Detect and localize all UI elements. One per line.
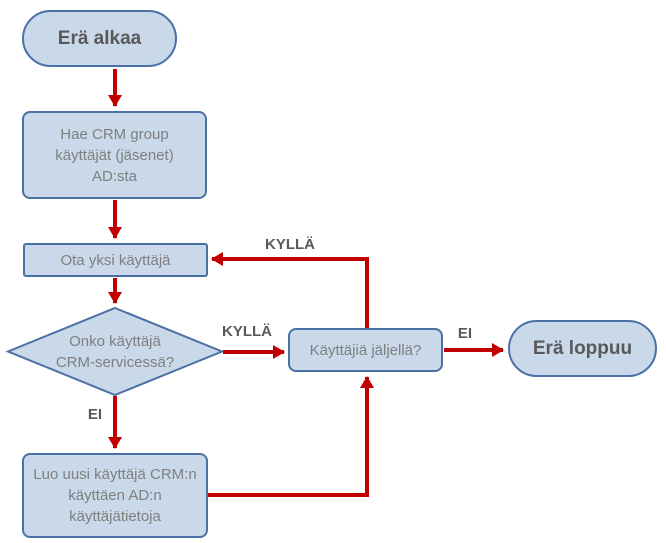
edge-label-ei-right: EI — [457, 325, 473, 342]
edge-label-kylla-loop: KYLLÄ — [265, 236, 315, 253]
node-users-left: Käyttäjiä jäljellä? — [288, 328, 443, 372]
node-decision-check-crm: Onko käyttäjä CRM-servicessä? — [55, 332, 175, 371]
edge-label-ei-down: EI — [87, 406, 103, 423]
node-fetch-users: Hae CRM group käyttäjät (jäsenet) AD:sta — [22, 111, 207, 199]
node-take-user: Ota yksi käyttäjä — [23, 243, 208, 277]
node-end: Erä loppuu — [508, 320, 657, 377]
node-start: Erä alkaa — [22, 10, 177, 67]
node-create-user: Luo uusi käyttäjä CRM:n käyttäen AD:n kä… — [22, 453, 208, 538]
arrow-create-to-users-left — [208, 376, 374, 497]
edge-label-kylla-right: KYLLÄ — [222, 323, 272, 340]
arrow-loop-users-left-to-take — [211, 252, 369, 328]
decision-diamond-shape — [5, 306, 225, 397]
